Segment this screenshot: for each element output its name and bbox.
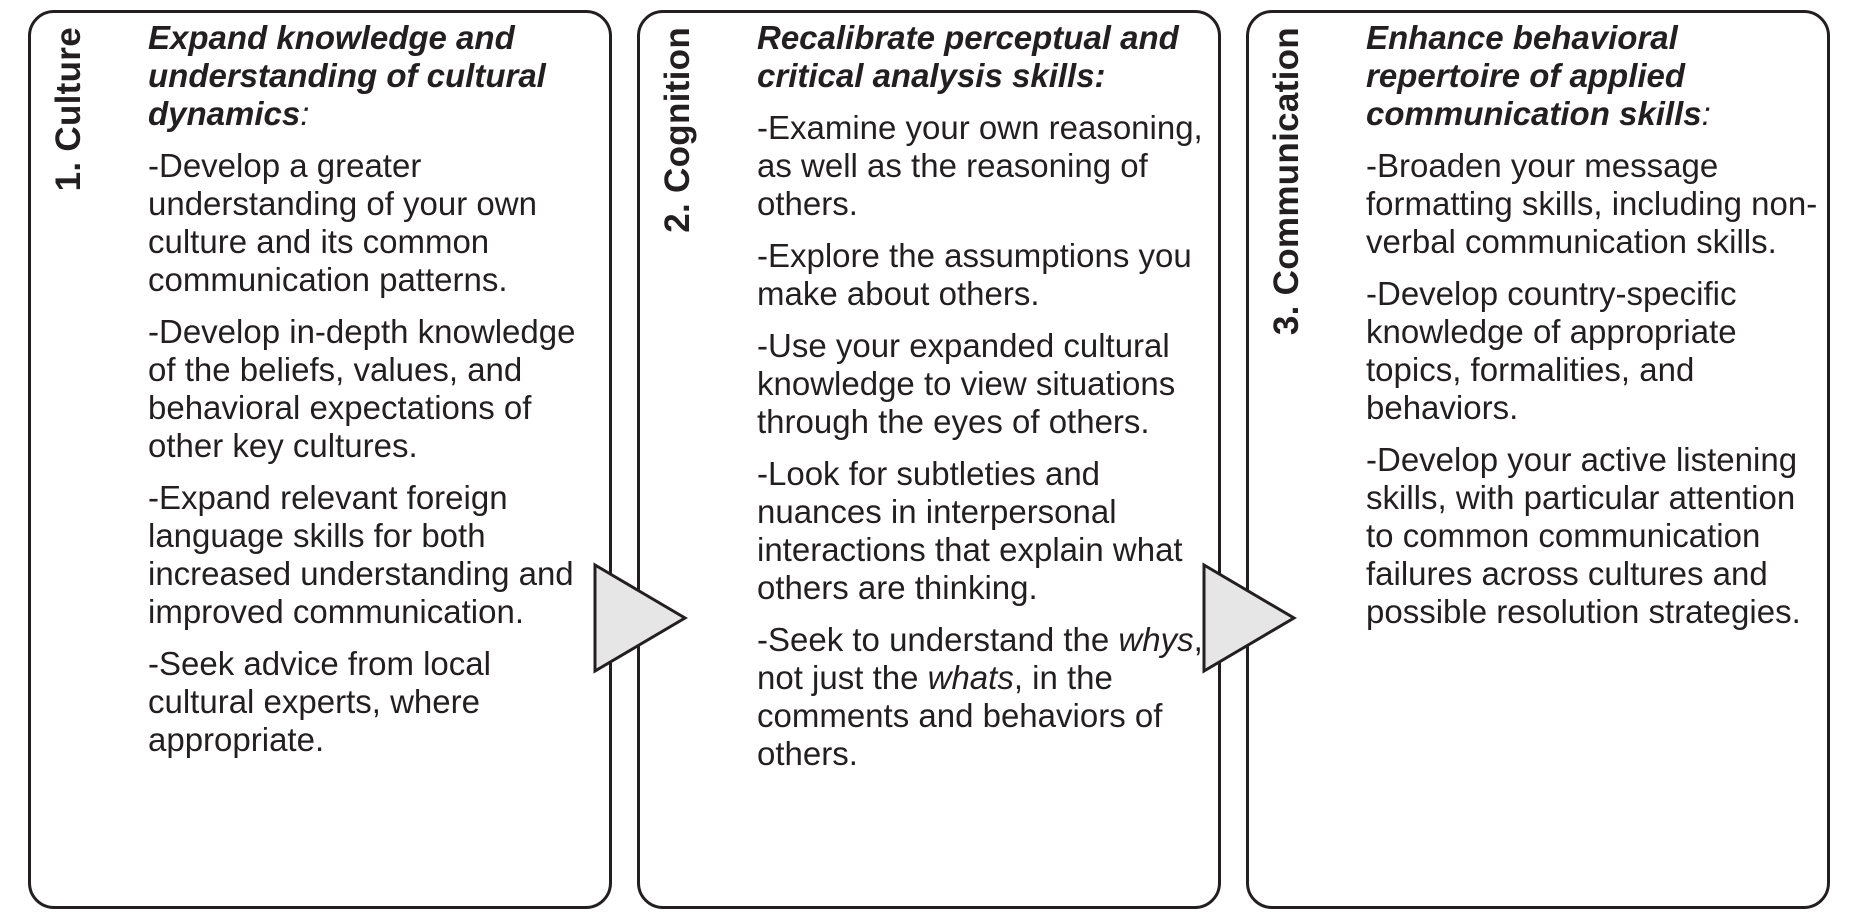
cognition-item-2: -Explore the assumptions you make about … [757, 237, 1192, 312]
cognition-item-5: -Seek to understand the whys, not just t… [757, 621, 1212, 773]
cognition-panel-heading: Recalibrate perceptual and critical anal… [757, 19, 1179, 94]
cognition-item-5-part3: , in the comments and behaviors of other… [757, 659, 1163, 772]
culture-item-2: -Develop in-depth knowledge of the belie… [148, 313, 576, 464]
communication-panel: 3. Communication Enhance behavioral repe… [1246, 10, 1830, 909]
cognition-item-4: -Look for subtleties and nuances in inte… [757, 455, 1183, 606]
communication-item-3: -Develop your active listening skills, w… [1366, 441, 1801, 630]
cognition-item-3: -Use your expanded cultural knowledge to… [757, 327, 1176, 440]
cognition-panel-content: Recalibrate perceptual and critical anal… [757, 19, 1212, 787]
culture-panel-content: Expand knowledge and understanding of cu… [148, 19, 603, 773]
cognition-panel: 2. Cognition Recalibrate perceptual and … [637, 10, 1221, 909]
culture-panel-label: 1. Culture [49, 27, 88, 192]
culture-heading-text: Expand knowledge and understanding of cu… [148, 19, 546, 132]
cognition-panel-label: 2. Cognition [658, 27, 697, 233]
communication-panel-heading: Enhance behavioral repertoire of applied… [1366, 19, 1821, 133]
communication-panel-label: 3. Communication [1267, 27, 1306, 336]
cognition-item-5-emphasis-whats: whats [927, 659, 1014, 696]
communication-heading-suffix: : [1701, 95, 1711, 132]
flow-arrow-cognition-to-communication [1202, 562, 1297, 674]
cognition-item-5-part2: , not just the [757, 621, 1203, 696]
communication-heading-text: Enhance behavioral repertoire of applied… [1366, 19, 1702, 132]
cognition-item-5-part1: -Seek to understand the [757, 621, 1119, 658]
culture-item-4: -Seek advice from local cultural experts… [148, 645, 491, 758]
culture-panel: 1. Culture Expand knowledge and understa… [28, 10, 612, 909]
flow-arrow-culture-to-cognition [593, 562, 688, 674]
cognition-item-5-emphasis-whys: whys [1118, 621, 1194, 658]
culture-heading-suffix: : [300, 95, 310, 132]
culture-item-1: -Develop a greater understanding of your… [148, 147, 537, 298]
cognition-item-1: -Examine your own reasoning, as well as … [757, 109, 1203, 222]
culture-item-3: -Expand relevant foreign language skills… [148, 479, 574, 630]
culture-panel-heading: Expand knowledge and understanding of cu… [148, 19, 603, 133]
communication-panel-content: Enhance behavioral repertoire of applied… [1366, 19, 1821, 645]
communication-item-1: -Broaden your message formatting skills,… [1366, 147, 1818, 260]
communication-item-2: -Develop country-specific knowledge of a… [1366, 275, 1737, 426]
